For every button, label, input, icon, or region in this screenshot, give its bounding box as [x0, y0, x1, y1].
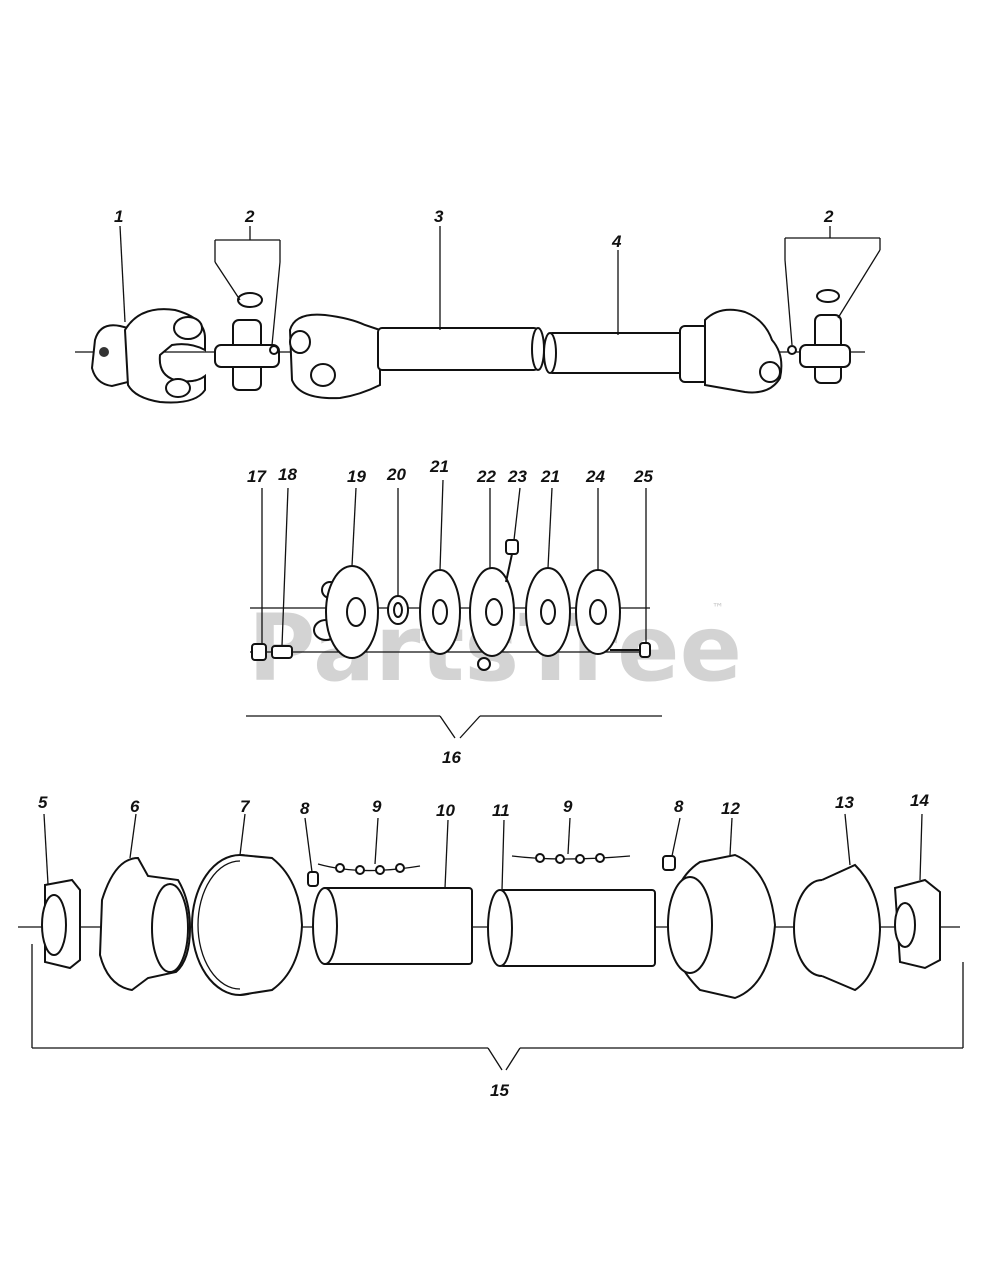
callout-3: 3 [434, 207, 444, 226]
part-21-friction-disc-b [525, 487, 571, 657]
part-20-bushing [387, 488, 409, 625]
callout-7: 7 [240, 797, 251, 816]
callout-9-left: 9 [372, 797, 382, 816]
callout-6: 6 [130, 797, 140, 816]
part-24-end-plate [575, 488, 621, 655]
callout-24: 24 [585, 467, 605, 486]
callout-13: 13 [835, 793, 854, 812]
callout-10: 10 [436, 801, 455, 820]
part-11-inner-shield-tube [487, 819, 656, 967]
part-7-shield-bell [191, 813, 304, 996]
callout-25: 25 [633, 467, 653, 486]
watermark-trademark: ™ [712, 601, 724, 615]
part-17-nut [251, 488, 267, 661]
part-6-shield-cone [98, 813, 192, 992]
callout-18: 18 [278, 465, 297, 484]
part-9-chain-right [511, 817, 631, 864]
callout-5: 5 [38, 793, 48, 812]
callout-11: 11 [492, 801, 510, 820]
part-18-spring-washer [271, 487, 293, 659]
part-22-pressure-plate [469, 488, 515, 671]
callout-20: 20 [386, 465, 406, 484]
part-23-bolt [505, 487, 521, 583]
part-9-chain-left [317, 817, 421, 875]
part-5-bearing-ring [41, 813, 81, 970]
callout-21-right: 21 [540, 467, 560, 486]
part-21-friction-disc-a [419, 479, 461, 655]
part-19-flange-hub [313, 487, 379, 659]
part-14-bearing-ring-right [893, 813, 941, 970]
callout-19: 19 [347, 467, 366, 486]
part-4-outer-shaft [543, 250, 783, 394]
middle-clutch-assembly [246, 479, 662, 739]
callout-21-left: 21 [429, 457, 449, 476]
part-25-bolt [610, 488, 651, 658]
callout-4: 4 [611, 232, 622, 251]
callout-23: 23 [507, 467, 527, 486]
part-8-screw-right [662, 817, 681, 871]
callout-15: 15 [490, 1081, 509, 1100]
part-13-shield-cone-right [793, 813, 882, 992]
callout-17: 17 [247, 467, 267, 486]
callout-2-left: 2 [244, 207, 255, 226]
callout-16: 16 [442, 748, 461, 767]
callout-8-right: 8 [674, 797, 684, 816]
part-2-cross-left [214, 226, 281, 391]
callout-12: 12 [721, 799, 740, 818]
callout-22: 22 [476, 467, 496, 486]
part-2-cross-right [784, 226, 881, 384]
part-10-outer-shield-tube [312, 819, 473, 965]
callout-1: 1 [114, 207, 123, 226]
top-driveline-assembly [75, 225, 881, 404]
callout-2-right: 2 [823, 207, 834, 226]
bottom-shield-assembly [18, 813, 964, 1071]
callout-14: 14 [910, 791, 929, 810]
callout-9-right: 9 [563, 797, 573, 816]
callout-8-left: 8 [300, 799, 310, 818]
part-1-yoke [90, 308, 206, 404]
part-3-inner-shaft [288, 226, 545, 400]
bracket-16 [246, 715, 662, 739]
bracket-15 [31, 944, 964, 1071]
part-8-screw-left [304, 817, 319, 887]
part-12-shield-bell-right [667, 817, 777, 1000]
